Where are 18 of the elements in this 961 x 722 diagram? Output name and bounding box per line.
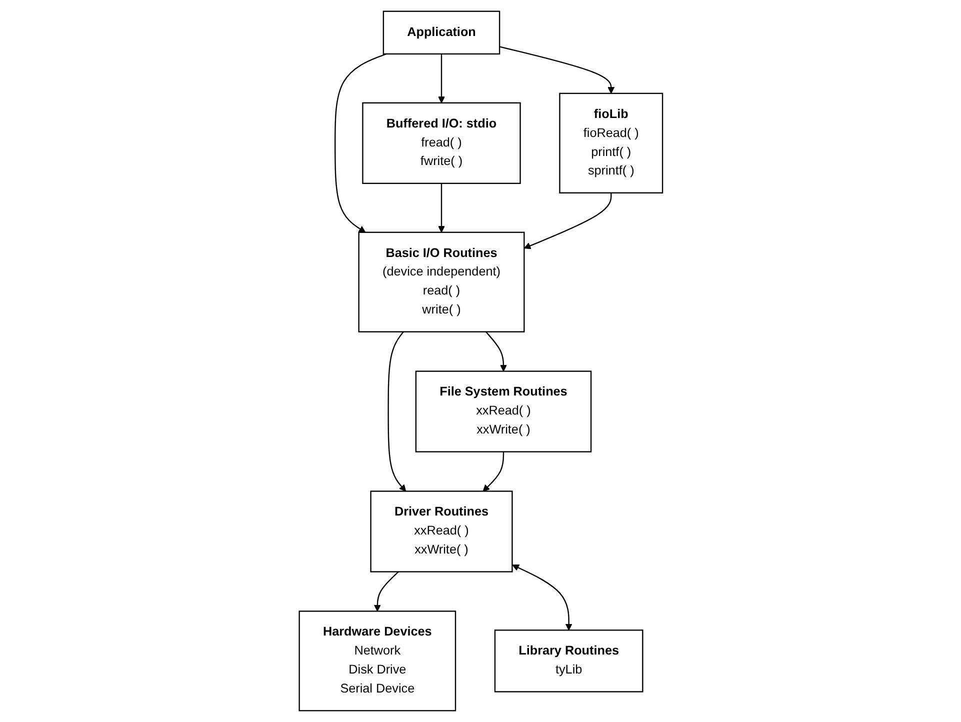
node-box: File System Routines xxRead( ) xxWrite( ) <box>414 370 592 452</box>
arrow <box>387 331 406 492</box>
node-box: Application <box>382 10 500 55</box>
node-box: Driver Routines xxRead( ) xxWrite( ) <box>370 490 512 572</box>
arrow <box>374 571 398 612</box>
arrow <box>438 54 445 104</box>
arrow <box>438 183 445 233</box>
arrow <box>485 331 507 372</box>
node-box: Buffered I/O: stdio fread( ) fwrite( ) <box>362 102 520 184</box>
arrow <box>334 53 386 233</box>
arrow <box>482 452 504 492</box>
node-box: fioLib fioRead( ) printf( ) sprintf( ) <box>558 92 663 194</box>
node-box: Library Routines tyLib <box>494 630 643 692</box>
arrow <box>523 192 612 250</box>
arrow <box>512 564 572 630</box>
node-box: Hardware Devices Network Disk Drive Serial Device <box>298 610 456 712</box>
node-box: Basic I/O Routines (device independent) read( ) write( ) <box>358 232 524 332</box>
arrow <box>498 46 614 94</box>
